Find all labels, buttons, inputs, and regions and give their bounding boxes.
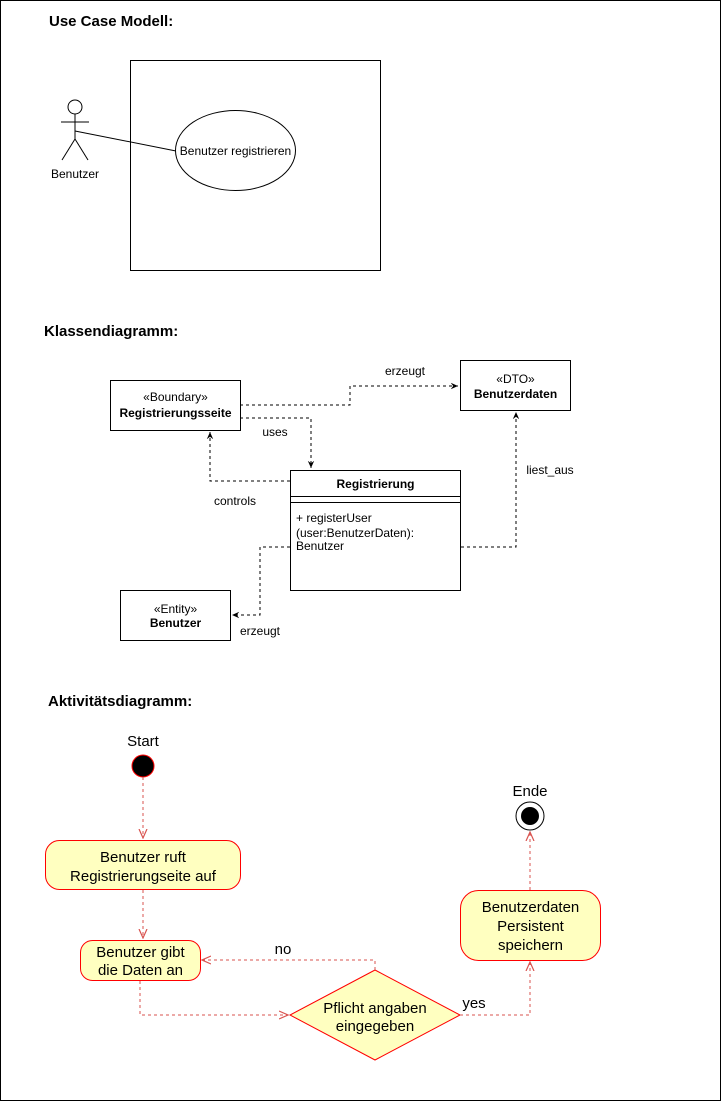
action-enter-data[interactable]: Benutzer gibt die Daten an	[80, 940, 201, 981]
edge-uses	[240, 417, 315, 468]
actor-figure[interactable]	[61, 99, 89, 161]
action-persist-line-3: speichern	[498, 937, 563, 954]
edge-erzeugt-dto	[240, 382, 458, 406]
edge-label-uses: uses	[262, 425, 287, 439]
decision-required-fields[interactable]: Pflicht angaben eingegeben	[288, 969, 462, 1061]
dto-name: Benutzerdaten	[474, 387, 557, 401]
edge-controls	[206, 432, 290, 482]
start-label: Start	[127, 733, 160, 750]
control-name: Registrierung	[336, 477, 414, 491]
action-enter-data-line-2: die Daten an	[98, 962, 183, 979]
use-case-diagram: Benutzer Benutzer registrieren	[51, 60, 381, 271]
action-persist-line-2: Persistent	[497, 918, 565, 935]
edge-label-controls: controls	[214, 494, 256, 508]
guard-yes-label: yes	[462, 995, 485, 1012]
class-entity[interactable]: «Entity» Benutzer	[120, 590, 231, 641]
end-label: Ende	[512, 783, 547, 800]
dto-stereotype: «DTO»	[496, 372, 535, 386]
entity-name: Benutzer	[150, 616, 202, 630]
final-node[interactable]	[515, 801, 545, 831]
activity-diagram: Start Ende Benutzer ruft Registrierungse…	[45, 733, 601, 1061]
entity-stereotype: «Entity»	[154, 602, 198, 616]
guard-no-label: no	[275, 941, 292, 958]
control-operation-line-2: (user:BenutzerDaten):	[296, 526, 414, 540]
action-call-page-line-2: Registrierungseite auf	[70, 868, 217, 885]
use-case-label: Benutzer registrieren	[180, 144, 291, 158]
class-diagram: «Boundary» Registrierungsseite «DTO» Ben…	[110, 360, 574, 641]
class-control[interactable]: Registrierung + registerUser (user:Benut…	[290, 470, 461, 591]
decision-line-2: eingegeben	[336, 1018, 414, 1035]
action-persist-line-1: Benutzerdaten	[482, 899, 580, 916]
decision-line-1: Pflicht angaben	[323, 1000, 426, 1017]
edge-liest-aus	[461, 412, 520, 548]
association-line	[74, 130, 177, 152]
edge-label-liest-aus: liest_aus	[526, 463, 573, 477]
control-operation-line-1: + registerUser	[296, 511, 372, 525]
boundary-name: Registrierungsseite	[119, 406, 231, 420]
action-call-page-line-1: Benutzer ruft	[100, 849, 187, 866]
control-operation-line-3: Benutzer	[296, 539, 344, 553]
use-case-ellipse[interactable]	[175, 110, 296, 191]
action-call-page[interactable]: Benutzer ruft Registrierungseite auf	[45, 840, 241, 890]
class-boundary[interactable]: «Boundary» Registrierungsseite	[110, 380, 241, 431]
initial-node[interactable]	[131, 754, 155, 778]
class-dto[interactable]: «DTO» Benutzerdaten	[460, 360, 571, 411]
edge-erzeugt-entity	[232, 546, 290, 619]
actor-label: Benutzer	[51, 167, 99, 181]
edge-label-erzeugt-dto: erzeugt	[385, 364, 426, 378]
action-persist-data[interactable]: Benutzerdaten Persistent speichern	[460, 890, 601, 961]
edge-label-erzeugt-entity: erzeugt	[240, 624, 281, 638]
action-enter-data-line-1: Benutzer gibt	[96, 944, 185, 961]
heading-class-diagram: Klassendiagramm:	[44, 323, 178, 340]
boundary-stereotype: «Boundary»	[143, 390, 208, 404]
heading-activity-diagram: Aktivitätsdiagramm:	[48, 693, 192, 710]
heading-use-case: Use Case Modell:	[49, 13, 173, 30]
flow-enter-to-decision	[139, 981, 288, 1015]
